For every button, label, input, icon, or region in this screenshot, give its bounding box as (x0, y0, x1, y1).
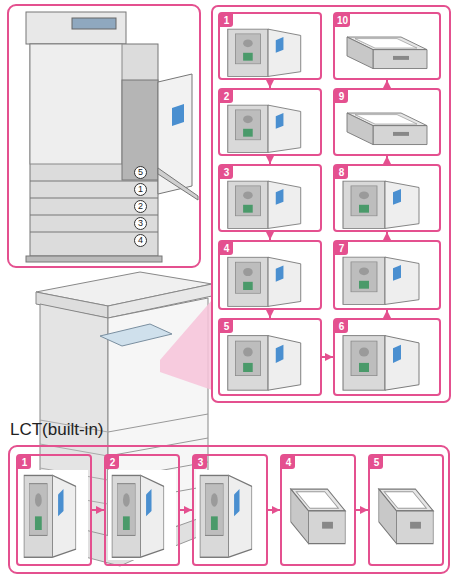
illustration-part (26, 256, 162, 262)
node-text: 4 (138, 236, 143, 245)
node-text: 9 (335, 90, 348, 103)
node-text: 5 (370, 456, 383, 469)
illustration-part (337, 332, 437, 392)
step-panel: 8 (333, 164, 441, 232)
illustration-part (172, 104, 184, 126)
node-text: 2 (220, 90, 233, 103)
node-text: 6 (335, 320, 348, 333)
node-text: 3 (220, 166, 233, 179)
step-arrow (386, 232, 388, 240)
illustration-part (337, 254, 437, 306)
illustration-part (158, 168, 198, 200)
illustration-part (222, 332, 318, 392)
step-arrow (386, 80, 388, 88)
illustration-part (100, 324, 172, 346)
node-text: 1 (18, 456, 31, 469)
callout-number: 3 (134, 217, 147, 230)
node-text: 4 (282, 456, 295, 469)
illustration-part (20, 470, 88, 560)
lct-group: LCT(built-in) 1 2 3 4 5 (8, 418, 450, 574)
node-text: 2 (138, 202, 143, 211)
illustration-part (337, 178, 437, 230)
illustration-part (30, 215, 158, 216)
group-outline-rect (9, 446, 449, 573)
illustration-part (160, 300, 212, 390)
node-text: 5 (220, 320, 233, 333)
node-text: 2 (106, 456, 119, 469)
step-panel: 4 (218, 240, 322, 310)
node-text: 1 (220, 14, 233, 27)
step-panel: 6 (333, 318, 441, 396)
illustration-part (222, 178, 318, 230)
callout-number: 5 (134, 166, 147, 179)
illustration-part (30, 44, 158, 256)
step-panel: 1 (218, 12, 322, 80)
step-arrow (269, 156, 271, 164)
node-text: 3 (138, 219, 143, 228)
step-arrow (322, 356, 333, 358)
step-panel: 5 (218, 318, 322, 396)
illustration-part (30, 198, 158, 199)
illustration-part (108, 470, 176, 560)
node-text: 10 (335, 14, 350, 27)
node-text: LCT(built-in) (10, 420, 104, 440)
step-arrow (356, 509, 368, 511)
step-panel: 3 (218, 164, 322, 232)
step-panel: 10 (333, 12, 441, 80)
step-panel: 4 (280, 454, 356, 566)
illustration-part (108, 414, 208, 432)
step-arrow (386, 310, 388, 318)
illustration-part (337, 102, 437, 154)
callout-number: 1 (134, 183, 147, 196)
step-panel: 1 (16, 454, 92, 566)
illustration-part (30, 232, 158, 233)
illustration-part (372, 470, 440, 560)
illustration-part (30, 44, 122, 164)
illustration-part (222, 102, 318, 154)
illustration-part (222, 254, 318, 308)
callout-number: 4 (134, 234, 147, 247)
step-arrow (180, 509, 192, 511)
callout-number: 2 (134, 200, 147, 213)
illustration-part (212, 6, 450, 402)
step-arrow (268, 509, 280, 511)
illustration-part (222, 26, 318, 78)
illustration-part (30, 181, 158, 182)
illustration-part (72, 18, 116, 29)
step-arrow (269, 310, 271, 318)
illustration-part (8, 5, 200, 267)
step-panel: 3 (192, 454, 268, 566)
node-text: 4 (220, 242, 233, 255)
node-text: 7 (335, 242, 348, 255)
step-panel: 9 (333, 88, 441, 156)
node-text: 1 (138, 185, 143, 194)
step-panel: 7 (333, 240, 441, 310)
node-text: 5 (138, 168, 143, 177)
step-panel: 2 (218, 88, 322, 156)
step-arrow (386, 156, 388, 164)
illustration-part (284, 470, 352, 560)
step-panel: 5 (368, 454, 444, 566)
node-text: 8 (335, 166, 348, 179)
step-arrow (269, 232, 271, 240)
illustration-part (196, 470, 264, 560)
illustration-part (26, 12, 126, 44)
step-arrow (269, 80, 271, 88)
node-text: 3 (194, 456, 207, 469)
illustration-part (337, 26, 437, 78)
step-arrow (92, 509, 104, 511)
step-panel: 2 (104, 454, 180, 566)
illustration-part (122, 80, 158, 180)
group-outline (8, 445, 450, 574)
